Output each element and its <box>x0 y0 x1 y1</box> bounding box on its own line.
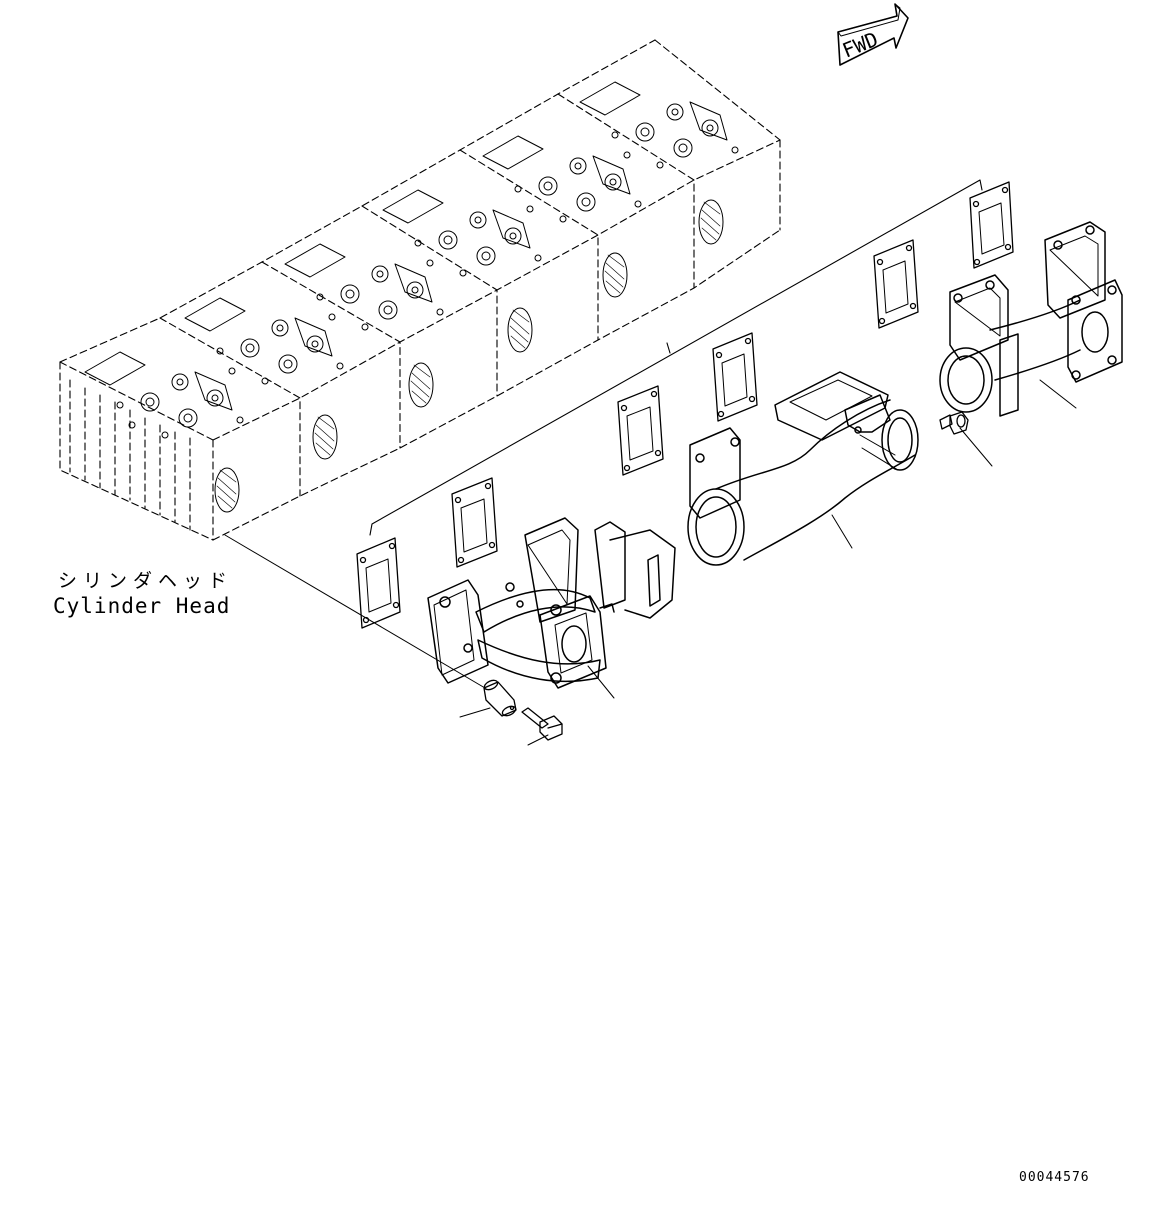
cylinder-head-label-en: Cylinder Head <box>53 594 231 618</box>
bolt-part <box>521 707 563 741</box>
center-pipe-leader <box>831 514 853 549</box>
cylinder-head-label-jp: シリンダヘッド <box>58 570 234 592</box>
gasket <box>617 385 664 476</box>
sleeve-part <box>483 679 517 717</box>
fwd-arrow-icon: FWD <box>837 3 909 66</box>
gasket <box>451 477 498 568</box>
bolt-leader <box>527 734 549 746</box>
figure-number: 00044576 <box>1019 1170 1090 1185</box>
gasket <box>873 239 919 329</box>
cylinder-head-leader <box>224 534 486 689</box>
sleeve-leader <box>459 707 491 718</box>
plug-part <box>939 411 969 435</box>
gasket <box>356 537 401 629</box>
gasket-bracket <box>369 179 983 536</box>
fwd-label: FWD <box>839 27 881 63</box>
rear-exhaust-manifold <box>939 221 1123 417</box>
plug-leader <box>959 427 993 467</box>
exhaust-gaskets <box>356 181 1014 629</box>
front-exhaust-manifold <box>427 517 676 689</box>
center-exhaust-pipe <box>687 371 919 566</box>
gasket <box>969 181 1014 269</box>
front-manifold-leader <box>587 665 615 699</box>
gasket <box>712 332 758 422</box>
rear-manifold-leader <box>1039 379 1077 409</box>
cylinder-head <box>59 39 781 541</box>
